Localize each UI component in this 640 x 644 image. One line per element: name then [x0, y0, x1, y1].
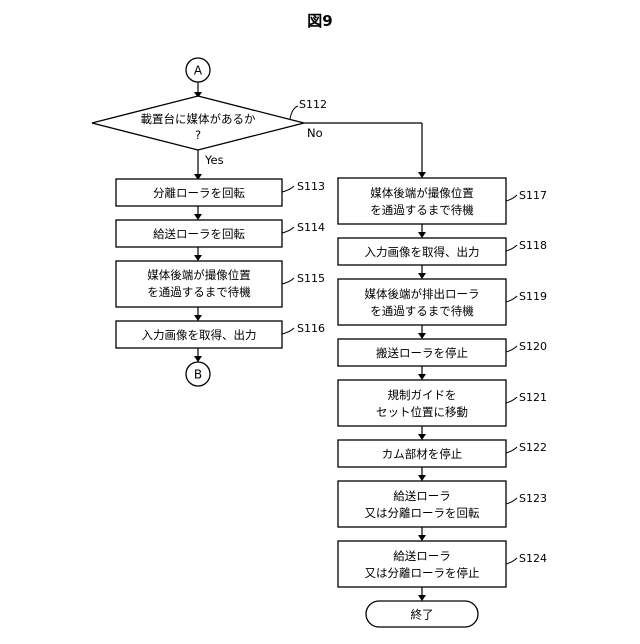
terminal-label: 終了 — [411, 608, 434, 622]
step-label-S121: S121 — [519, 391, 547, 404]
step-label-S114: S114 — [297, 221, 325, 234]
process-text: を通過するまで待機 — [147, 285, 251, 299]
process-box-S117: 媒体後端が撮像位置 を通過するまで待機 — [338, 178, 506, 224]
process-box-S113: 分離ローラを回転 — [116, 179, 282, 206]
process-box-S118: 入力画像を取得、出力 — [338, 238, 506, 265]
process-text: 又は分離ローラを停止 — [365, 566, 480, 580]
figure-title: 図9 — [307, 12, 332, 30]
process-box-S116: 入力画像を取得、出力 — [116, 321, 282, 348]
process-text: 給送ローラ — [393, 549, 451, 563]
process-text: 媒体後端が撮像位置 — [147, 268, 251, 282]
process-box-S120: 搬送ローラを停止 — [338, 339, 506, 366]
process-text: 分離ローラを回転 — [153, 186, 245, 200]
connector-start-label: A — [194, 64, 203, 78]
process-text: を通過するまで待機 — [370, 304, 474, 318]
process-box-S122: カム部材を停止 — [338, 440, 506, 467]
step-label-S112: S112 — [299, 98, 327, 111]
process-text: 搬送ローラを停止 — [376, 346, 468, 360]
process-box-S119: 媒体後端が排出ローラ を通過するまで待機 — [338, 279, 506, 325]
step-label-S119: S119 — [519, 290, 547, 303]
process-text: を通過するまで待機 — [370, 203, 474, 217]
process-text: 給送ローラを回転 — [153, 227, 245, 241]
step-label-S120: S120 — [519, 340, 547, 353]
connector-end: B — [186, 362, 210, 386]
no-label: No — [307, 126, 323, 140]
yes-label: Yes — [204, 153, 224, 167]
step-label-S118: S118 — [519, 239, 547, 252]
terminal-end: 終了 — [366, 601, 478, 627]
process-text: 入力画像を取得、出力 — [142, 328, 257, 342]
connector-end-label: B — [194, 368, 202, 382]
decision-line-1: 載置台に媒体があるか — [141, 112, 256, 126]
process-text: カム部材を停止 — [382, 447, 463, 461]
step-label-S122: S122 — [519, 441, 547, 454]
step-label-S123: S123 — [519, 492, 547, 505]
process-box-S114: 給送ローラを回転 — [116, 220, 282, 247]
step-label-S113: S113 — [297, 180, 325, 193]
step-label-S115: S115 — [297, 272, 325, 285]
process-text: 媒体後端が排出ローラ — [365, 287, 480, 301]
process-text: 媒体後端が撮像位置 — [370, 186, 474, 200]
decision-diamond: 載置台に媒体があるか ? — [92, 96, 304, 150]
process-text: 規制ガイドを — [388, 388, 457, 402]
process-text: 給送ローラ — [393, 489, 451, 503]
process-box-S123: 給送ローラ 又は分離ローラを回転 — [338, 481, 506, 527]
process-box-S124: 給送ローラ 又は分離ローラを停止 — [338, 541, 506, 587]
step-label-S124: S124 — [519, 552, 547, 565]
process-box-S121: 規制ガイドを セット位置に移動 — [338, 380, 506, 426]
process-text: 入力画像を取得、出力 — [365, 245, 480, 259]
connector-start: A — [186, 58, 210, 82]
process-box-S115: 媒体後端が撮像位置 を通過するまで待機 — [116, 261, 282, 307]
step-label-S117: S117 — [519, 189, 547, 202]
decision-line-2: ? — [195, 128, 201, 142]
process-text: セット位置に移動 — [376, 405, 468, 419]
process-text: 又は分離ローラを回転 — [365, 506, 480, 520]
step-label-S116: S116 — [297, 322, 325, 335]
